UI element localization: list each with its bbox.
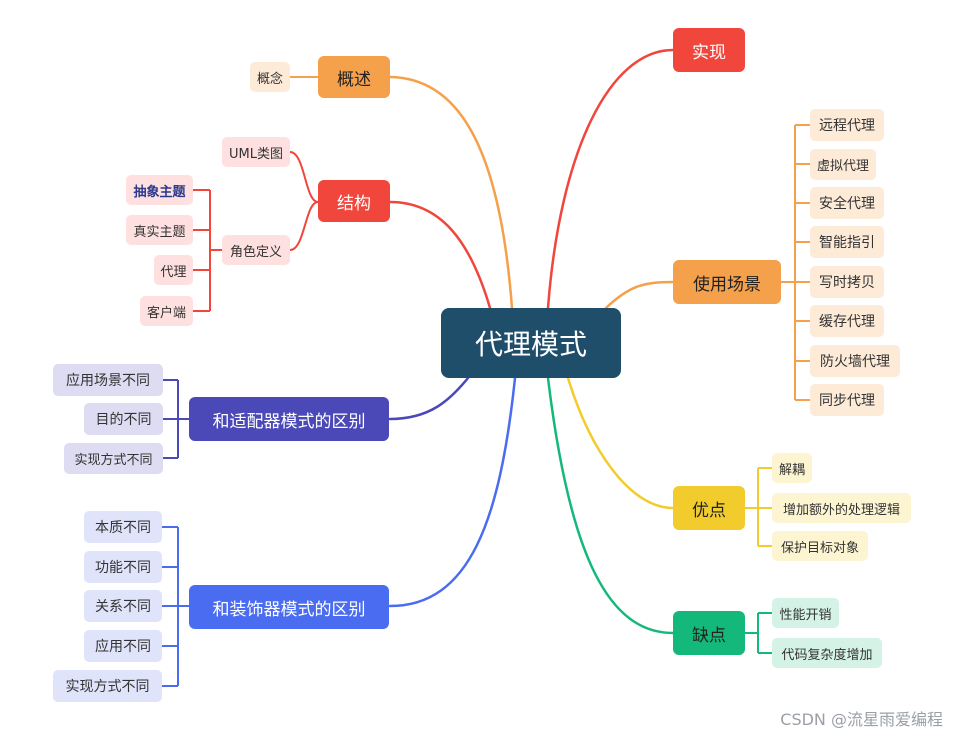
leaf-adapter-scene[interactable]: 应用场景不同 [53, 364, 163, 396]
leaf-smart-reference[interactable]: 智能指引 [810, 226, 884, 258]
leaf-concept[interactable]: 概念 [250, 62, 290, 92]
link-cons [546, 376, 675, 635]
link-pros [566, 376, 675, 510]
leaf-decorator-relation[interactable]: 关系不同 [84, 590, 162, 622]
link-usage [604, 280, 675, 310]
leaf-decorator-function[interactable]: 功能不同 [84, 551, 162, 583]
link-structure [388, 200, 492, 310]
leaf-abstract-subject[interactable]: 抽象主题 [126, 175, 193, 205]
leaf-decoupling[interactable]: 解耦 [772, 453, 812, 483]
leaf-adapter-impl[interactable]: 实现方式不同 [64, 443, 163, 474]
branch-overview[interactable]: 概述 [318, 56, 390, 98]
branch-decorator-difference[interactable]: 和装饰器模式的区别 [189, 585, 389, 629]
leaf-virtual-proxy[interactable]: 虚拟代理 [810, 149, 876, 180]
leaf-complexity-increase[interactable]: 代码复杂度增加 [772, 638, 882, 668]
leaf-protect-target[interactable]: 保护目标对象 [772, 531, 868, 561]
watermark-text: CSDN @流星雨爱编程 [780, 710, 943, 729]
link-overview [388, 75, 514, 310]
leaf-sync-proxy[interactable]: 同步代理 [810, 384, 884, 416]
branch-adapter-difference[interactable]: 和适配器模式的区别 [189, 397, 389, 441]
leaf-proxy[interactable]: 代理 [154, 255, 193, 285]
leaf-adapter-purpose[interactable]: 目的不同 [84, 403, 163, 435]
leaf-security-proxy[interactable]: 安全代理 [810, 187, 884, 219]
leaf-performance-overhead[interactable]: 性能开销 [772, 598, 839, 628]
link-implementation [546, 48, 675, 310]
leaf-decorator-impl[interactable]: 实现方式不同 [53, 670, 162, 702]
leaf-real-subject[interactable]: 真实主题 [126, 215, 193, 245]
leaf-decorator-essence[interactable]: 本质不同 [84, 511, 162, 543]
branch-pros[interactable]: 优点 [673, 486, 745, 530]
leaf-decorator-application[interactable]: 应用不同 [84, 630, 162, 662]
leaf-firewall-proxy[interactable]: 防火墙代理 [810, 345, 900, 377]
link-decorator [388, 376, 517, 608]
leaf-client[interactable]: 客户端 [140, 296, 193, 326]
branch-implementation[interactable]: 实现 [673, 28, 745, 72]
leaf-remote-proxy[interactable]: 远程代理 [810, 109, 884, 141]
root-node[interactable]: 代理模式 [441, 308, 621, 378]
leaf-cache-proxy[interactable]: 缓存代理 [810, 305, 884, 337]
branch-cons[interactable]: 缺点 [673, 611, 745, 655]
leaf-extra-logic[interactable]: 增加额外的处理逻辑 [772, 493, 911, 523]
branch-structure[interactable]: 结构 [318, 180, 390, 222]
leaf-copy-on-write[interactable]: 写时拷贝 [810, 266, 884, 298]
leaf-uml-diagram[interactable]: UML类图 [222, 137, 290, 167]
branch-usage-scenarios[interactable]: 使用场景 [673, 260, 781, 304]
link-adapter [388, 376, 470, 421]
leaf-role-definition[interactable]: 角色定义 [222, 235, 290, 265]
